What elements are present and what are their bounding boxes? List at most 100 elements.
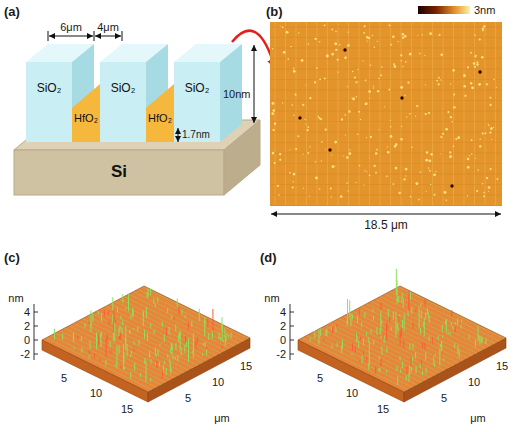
surface-spike — [455, 322, 456, 325]
surface-spike — [206, 347, 207, 350]
afm-grid-line — [369, 22, 370, 206]
afm-grid-line — [327, 22, 328, 206]
surface-spike — [420, 328, 421, 334]
afm-pit — [400, 96, 403, 99]
surface-spike — [359, 360, 360, 362]
dimension-tick — [48, 31, 49, 41]
afm-grid-line — [270, 153, 502, 154]
afm-speckle — [366, 36, 368, 38]
afm-speckle — [489, 132, 491, 134]
afm-speckle — [446, 199, 448, 201]
afm-speckle — [387, 151, 389, 153]
surface-spike — [219, 332, 220, 340]
afm-speckle — [489, 104, 491, 106]
dimension: 6μm — [60, 21, 82, 33]
surface-spike — [140, 373, 141, 377]
surface-spike — [172, 344, 173, 351]
surface-spike — [352, 314, 353, 319]
afm-speckle — [366, 137, 367, 138]
afm-speckle — [293, 68, 295, 70]
surface-spike — [88, 322, 89, 324]
afm-speckle — [330, 187, 332, 189]
surface-spike — [122, 328, 123, 334]
surface-spike — [373, 340, 374, 344]
surface-streak — [55, 333, 161, 385]
surface-spike — [420, 364, 421, 368]
surface-spike — [416, 366, 417, 373]
surface-spike — [369, 341, 370, 365]
surface-spike — [171, 352, 172, 356]
afm-speckle — [475, 158, 476, 159]
surface-spike — [376, 327, 377, 335]
afm-speckle — [359, 165, 361, 167]
afm-speckle — [355, 182, 356, 183]
axis-tick — [34, 354, 38, 355]
surface-spike — [133, 328, 134, 330]
surface-spike — [204, 320, 205, 336]
plot-surface — [42, 286, 250, 392]
afm-speckle — [339, 44, 341, 46]
surface-streak — [124, 297, 230, 349]
surface-spike — [360, 337, 361, 340]
surface-spike — [361, 322, 362, 327]
afm-speckle — [438, 83, 440, 85]
surface-spike — [406, 376, 407, 381]
afm-pit — [298, 116, 301, 119]
afm-speckle — [470, 82, 472, 84]
dimension: 1.7nm — [182, 129, 210, 140]
surface-spike — [454, 343, 455, 348]
surface-spike — [128, 294, 129, 311]
afm-pit — [343, 48, 346, 51]
afm-grid-line — [270, 48, 502, 49]
afm-speckle — [272, 152, 275, 155]
surface-spike — [401, 328, 402, 336]
surface-streak — [110, 304, 216, 356]
afm-speckle — [393, 63, 395, 65]
surface-spike — [455, 327, 456, 332]
afm-grid-line — [390, 22, 391, 206]
surface-spike — [130, 354, 131, 357]
surface-spike — [228, 335, 229, 337]
surface-streak — [120, 299, 226, 351]
surface-spike — [426, 368, 427, 374]
surface-spike — [115, 364, 116, 366]
afm-speckle — [307, 126, 309, 128]
afm-speckle — [309, 195, 310, 196]
axis-tick — [34, 312, 38, 313]
afm-grid-line — [401, 22, 402, 206]
afm-speckle — [407, 81, 409, 83]
surface-spike — [410, 292, 411, 300]
afm-speckle — [307, 152, 309, 154]
surface-spike — [368, 337, 369, 342]
afm-speckle — [476, 190, 478, 192]
afm-speckle — [289, 172, 291, 174]
afm-speckle — [404, 35, 407, 38]
axis-tick-label: 0 — [24, 334, 30, 346]
afm-speckle — [482, 133, 484, 135]
scale-label: 18.5 μm — [364, 219, 408, 232]
afm-speckle — [425, 113, 427, 115]
afm-speckle — [425, 84, 426, 85]
surface-spike — [112, 297, 113, 310]
surface-spike — [386, 347, 387, 353]
surface-spike — [381, 359, 382, 367]
surface-spike — [457, 345, 458, 354]
node-text: SiO₂ — [174, 82, 220, 96]
axis-tick — [34, 340, 38, 341]
panel-label: (b) — [266, 5, 283, 19]
afm-speckle — [440, 136, 442, 138]
afm-grid-line — [270, 132, 502, 133]
afm-speckle — [370, 65, 371, 66]
afm-speckle — [369, 174, 371, 176]
axis-tick-label: 5 — [61, 372, 67, 384]
surface-spike — [100, 359, 101, 361]
surface-spike — [429, 336, 430, 341]
surface-streak — [398, 287, 504, 339]
afm-speckle — [482, 30, 484, 32]
afm-grid-line — [275, 22, 276, 206]
surface-spike — [415, 308, 416, 312]
afm-speckle — [344, 56, 346, 58]
afm-speckle — [464, 95, 466, 97]
surface-spike — [397, 325, 398, 330]
surface-spike — [381, 321, 382, 325]
